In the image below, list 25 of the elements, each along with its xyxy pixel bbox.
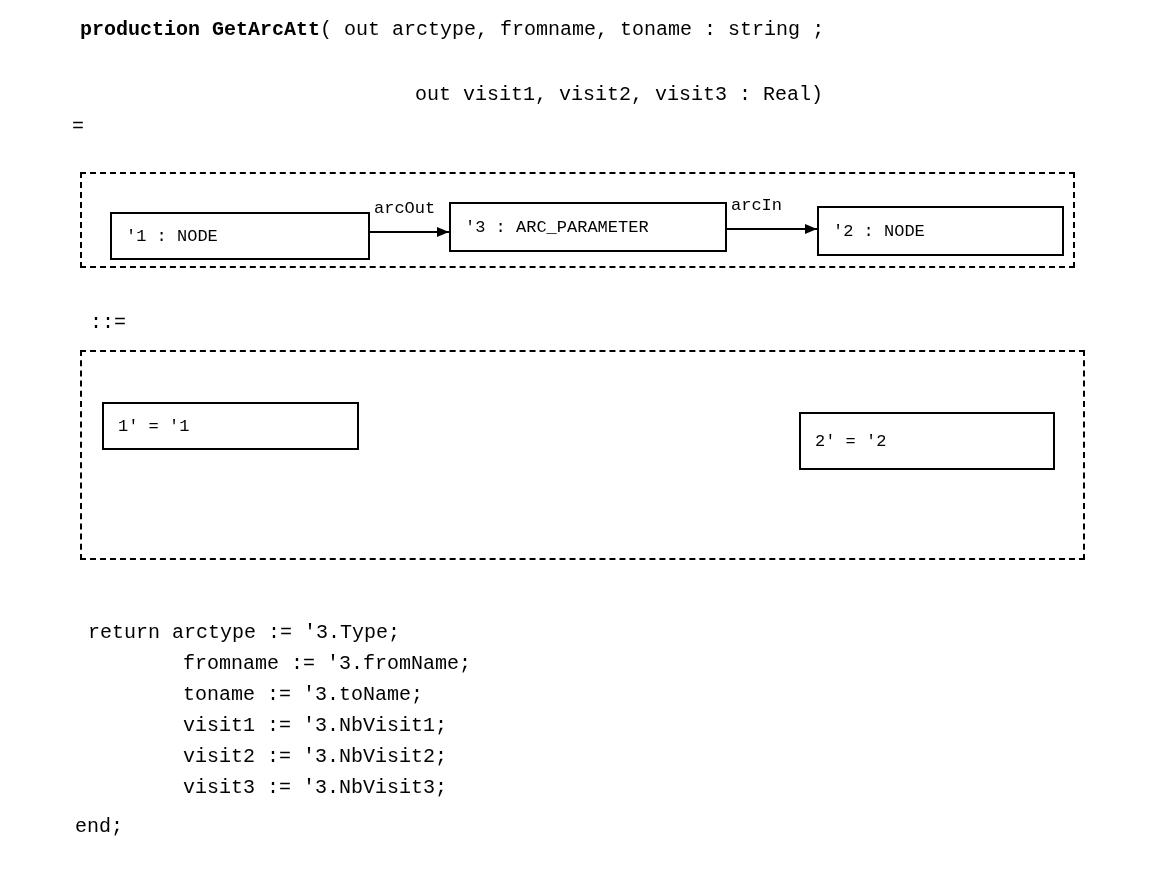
node-box <box>110 212 370 260</box>
pattern-frame <box>80 350 1085 560</box>
code-line: visit3 := '3.NbVisit3; <box>183 775 448 801</box>
code-line: visit2 := '3.NbVisit2; <box>183 744 448 770</box>
production-header: production GetArcAtt( out arctype, fromname, toname : string ; <box>79 17 826 43</box>
code-line: = <box>72 114 84 140</box>
code-line: fromname := '3.fromName; <box>183 651 472 677</box>
code-line: out visit1, visit2, visit3 : Real) <box>415 82 824 108</box>
node-box <box>817 206 1064 256</box>
node-label: 1' = '1 <box>118 416 190 436</box>
pattern-frame <box>80 172 1075 268</box>
code-line: ::= <box>90 310 126 336</box>
node-box <box>102 402 359 450</box>
arrow <box>726 224 818 234</box>
node-label: '3 : ARC_PARAMETER <box>465 217 649 237</box>
arrow <box>369 227 450 237</box>
node-label: '1 : NODE <box>126 226 218 246</box>
node-box <box>799 412 1055 470</box>
code-line: toname := '3.toName; <box>183 682 424 708</box>
node-box <box>449 202 727 252</box>
node-label: '2 : NODE <box>833 221 925 241</box>
node-label: 2' = '2 <box>815 431 887 451</box>
code-line: end; <box>75 814 123 840</box>
code-line: visit1 := '3.NbVisit1; <box>183 713 448 739</box>
code-line: return arctype := '3.Type; <box>88 620 401 646</box>
